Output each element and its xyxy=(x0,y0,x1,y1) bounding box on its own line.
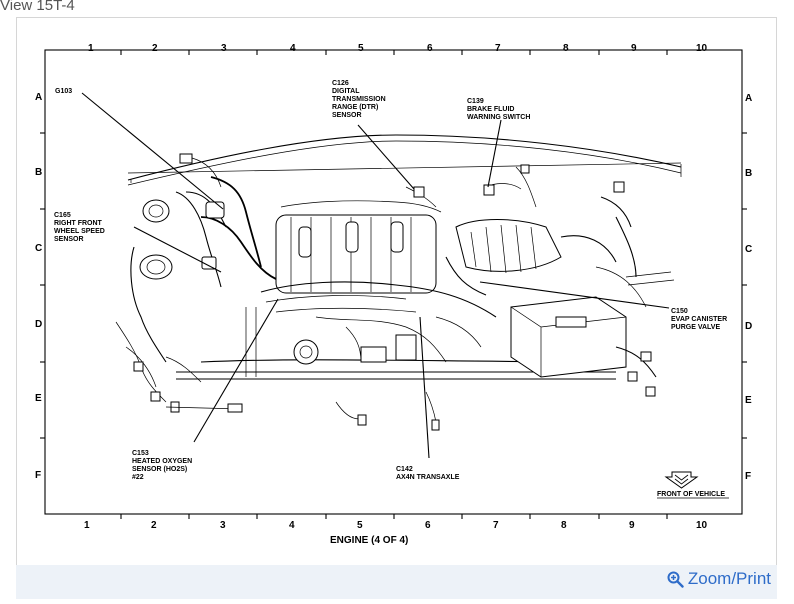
grid-ticks xyxy=(40,50,747,519)
callout-c150: C150 EVAP CANISTER PURGE VALVE xyxy=(671,308,729,331)
row-label-right-a: A xyxy=(745,93,752,104)
col-label-top-2: 2 xyxy=(152,43,158,54)
row-label-left-e: E xyxy=(35,393,42,404)
row-label-left-b: B xyxy=(35,167,42,178)
row-label-left-f: F xyxy=(35,470,41,481)
col-label-top-10: 10 xyxy=(696,43,708,54)
engine-drawing xyxy=(115,134,682,431)
row-label-right-b: B xyxy=(745,168,752,179)
callout-c153: C153 HEATED OXYGEN SENSOR (HO2S) #22 xyxy=(132,450,194,481)
front-arrow-icon xyxy=(664,471,699,489)
col-label-bottom-7: 7 xyxy=(493,520,499,531)
col-label-bottom-5: 5 xyxy=(357,520,363,531)
row-label-right-f: F xyxy=(745,471,751,482)
footer-bar: Zoom/Print xyxy=(16,565,777,599)
zoom-icon xyxy=(667,571,684,588)
engine-diagram: 1 2 3 4 5 6 7 8 9 10 1 2 3 4 5 6 7 8 9 1… xyxy=(35,43,752,546)
diagram-frame xyxy=(16,17,777,599)
col-label-bottom-8: 8 xyxy=(561,520,567,531)
col-label-top-7: 7 xyxy=(495,43,501,54)
row-label-right-c: C xyxy=(745,244,752,255)
col-label-top-8: 8 xyxy=(563,43,569,54)
callout-g103: G103 xyxy=(55,88,72,95)
row-label-left-c: C xyxy=(35,243,42,254)
callout-c165: C165 RIGHT FRONT WHEEL SPEED SENSOR xyxy=(54,212,107,243)
col-label-bottom-6: 6 xyxy=(425,520,431,531)
col-label-top-3: 3 xyxy=(221,43,227,54)
diagram-title: ENGINE (4 OF 4) xyxy=(330,535,408,546)
zoom-print-link[interactable]: Zoom/Print xyxy=(667,569,771,589)
row-label-left-a: A xyxy=(35,92,42,103)
col-label-top-4: 4 xyxy=(290,43,296,54)
col-label-bottom-4: 4 xyxy=(289,520,295,531)
callout-c126: C126 DIGITAL TRANSMISSION RANGE (DTR) SE… xyxy=(332,80,388,119)
col-label-bottom-3: 3 xyxy=(220,520,226,531)
callout-c139: C139 BRAKE FLUID WARNING SWITCH xyxy=(467,98,530,121)
col-label-bottom-1: 1 xyxy=(84,520,90,531)
col-label-bottom-2: 2 xyxy=(151,520,157,531)
col-label-bottom-10: 10 xyxy=(696,520,708,531)
row-label-right-e: E xyxy=(745,395,752,406)
col-label-bottom-9: 9 xyxy=(629,520,635,531)
leader-lines xyxy=(81,92,670,459)
col-label-top-6: 6 xyxy=(427,43,433,54)
zoom-print-label: Zoom/Print xyxy=(687,569,771,588)
col-label-top-1: 1 xyxy=(88,43,94,54)
col-label-top-5: 5 xyxy=(358,43,364,54)
view-label: View 15T-4 xyxy=(0,0,75,14)
row-label-left-d: D xyxy=(35,319,42,330)
front-of-vehicle-label: FRONT OF VEHICLE xyxy=(657,491,725,498)
callout-c142: C142 AX4N TRANSAXLE xyxy=(396,466,460,481)
row-label-right-d: D xyxy=(745,321,752,332)
col-label-top-9: 9 xyxy=(631,43,637,54)
